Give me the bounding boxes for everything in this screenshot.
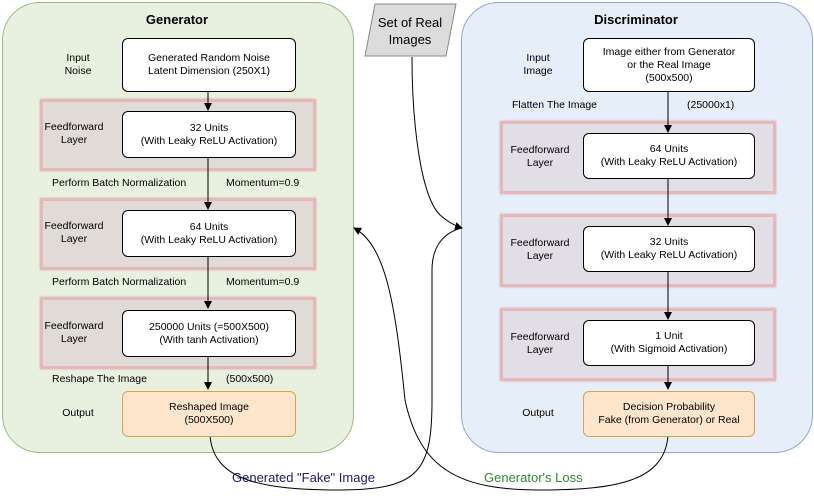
generator-reshape-size-label: (500x500) [226,373,274,385]
generator-layer-1-box: 32 Units(With Leaky ReLU Activation) [122,111,296,158]
generator-momentum-1-label: Momentum=0.9 [226,177,300,189]
discriminator-layer-1-box: 64 Units(With Leaky ReLU Activation) [583,133,755,179]
real-images-shape [364,3,457,57]
arrow-real-images-to-discriminator [411,56,463,230]
discriminator-layer-2-box: 32 Units(With Leaky ReLU Activation) [583,226,755,272]
generator-title: Generator [145,12,209,27]
arrow-generator-loss-to-generator [353,227,669,491]
arrow-fake-image-to-discriminator [209,227,463,491]
real-images-label: Set of Real Images [377,15,443,47]
generator-layer-3-box: 250000 Units (=500X500)(With tanh Activa… [122,310,296,357]
fake-image-edge-label: Generated "Fake" Image [232,470,375,485]
generator-layer-2-box: 64 Units(With Leaky ReLU Activation) [122,210,296,257]
generator-output-box: Reshaped Image(500X500) [122,391,296,437]
discriminator-title: Discriminator [594,12,678,27]
discriminator-layer-3-box: 1 Unit(With Sigmoid Activation) [583,320,755,366]
discriminator-output-label: Output [522,407,554,419]
generator-output-label: Output [62,407,94,419]
discriminator-flatten-label: Flatten The Image [512,99,598,111]
generator-batch-norm-1-label: Perform Batch Normalization [52,177,187,189]
generator-reshape-label: Reshape The Image [52,373,147,385]
generator-momentum-2-label: Momentum=0.9 [226,276,300,288]
generator-batch-norm-2-label: Perform Batch Normalization [52,276,187,288]
discriminator-flatten-size-label: (25000x1) [687,99,735,111]
generator-loss-edge-label: Generator's Loss [484,470,583,485]
